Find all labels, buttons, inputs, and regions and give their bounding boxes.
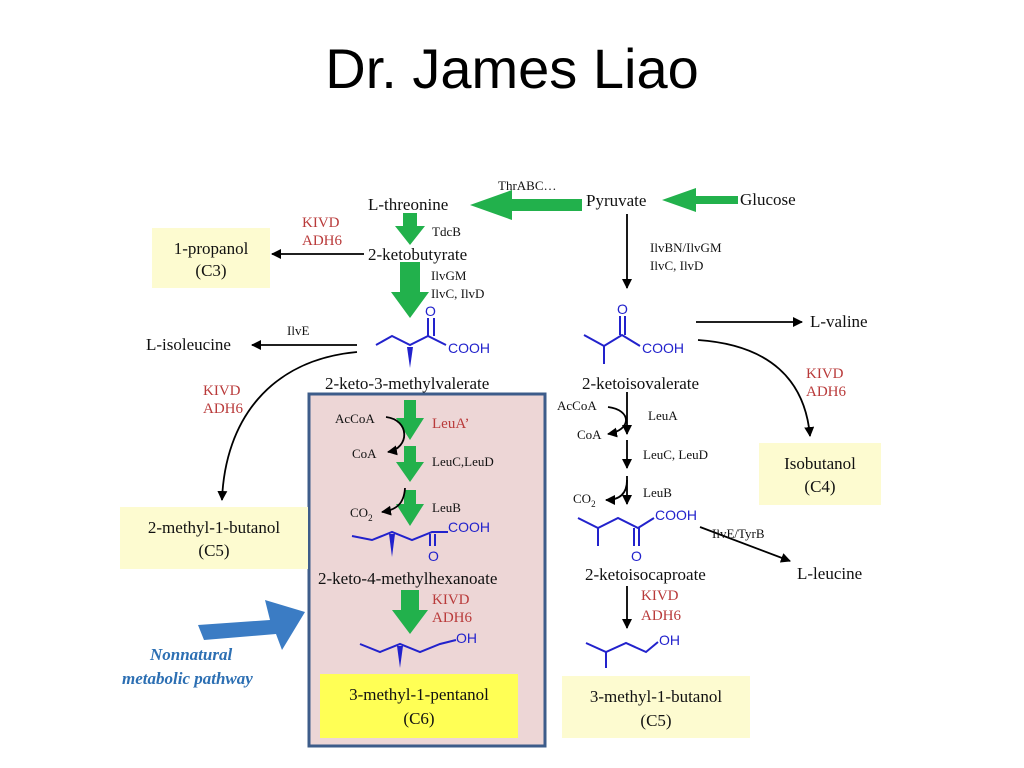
enzyme-kivd-c: KIVD	[806, 366, 844, 382]
ketobutyrate-label: 2-ketobutyrate	[368, 245, 467, 264]
methylbutanol3-name: 3-methyl-1-butanol	[590, 687, 722, 706]
enzyme-adh6-e: ADH6	[641, 608, 681, 624]
methylbutanol2-box	[120, 507, 308, 569]
enzyme-ilve-tyrb: IlvE/TyrB	[712, 526, 765, 541]
enzyme-thrabc: ThrABC…	[498, 178, 557, 193]
arrow-keto3mv-methylbutanol2	[217, 351, 358, 501]
keto3mv-cooh: COOH	[448, 340, 490, 356]
methylpentanol-carbons: (C6)	[403, 709, 434, 728]
pyruvate-label: Pyruvate	[586, 191, 646, 210]
arrow-pyruvate-threonine	[470, 190, 582, 220]
arrow-ketoisovalerate-isobutanol	[697, 339, 815, 437]
co2-right: CO2	[573, 491, 596, 509]
keto4mh-label: 2-keto-4-methylhexanoate	[318, 569, 497, 588]
methylpentanol-box	[320, 674, 518, 738]
methylbutanol3-carbons: (C5)	[640, 711, 671, 730]
arrow-leub	[396, 490, 424, 526]
callout-line2: metabolic pathway	[122, 669, 253, 688]
structure-keto4mh	[351, 530, 448, 557]
isobutanol-name: Isobutanol	[784, 454, 856, 473]
isobutanol-carbons: (C4)	[804, 477, 835, 496]
acoa-right: AcCoA	[557, 398, 597, 413]
arrow-leua-prime	[396, 400, 424, 440]
isoleucine-label: L-isoleucine	[146, 335, 231, 354]
slide-title: Dr. James Liao	[325, 37, 699, 100]
structure-ketoisovalerate	[583, 316, 641, 364]
enzyme-kivd-a: KIVD	[302, 215, 340, 231]
keto4mh-o: O	[428, 548, 439, 564]
enzyme-ilvbn: IlvBN/IlvGM	[650, 240, 722, 255]
methylbutanol3-box	[562, 676, 750, 738]
callout-line1: Nonnatural	[149, 645, 232, 664]
ketoisovalerate-label: 2-ketoisovalerate	[582, 374, 699, 393]
keto3mv-label: 2-keto-3-methylvalerate	[325, 374, 489, 393]
keto4mh-cooh: COOH	[448, 519, 490, 535]
arrow-kivd-adh6	[392, 590, 428, 634]
methylpentanol-name: 3-methyl-1-pentanol	[349, 685, 489, 704]
enzyme-ilvgm: IlvGM	[431, 268, 467, 283]
methylbutanol2-carbons: (C5)	[198, 541, 229, 560]
enzyme-ilvcd: IlvC, IlvD	[431, 286, 484, 301]
co2-left: CO2	[350, 505, 373, 523]
green-arrows	[391, 188, 738, 634]
structure-ketoisocaproate	[577, 516, 655, 546]
cofactor-acoa-coa-left	[385, 416, 406, 456]
arrow-threonine-ketobutyrate	[395, 213, 425, 245]
enzyme-leucd2: LeuC, LeuD	[643, 447, 708, 462]
enzyme-leucd: LeuC,LeuD	[432, 454, 494, 469]
threonine-label: L-threonine	[368, 195, 448, 214]
methylpentanol-oh: OH	[456, 630, 477, 646]
propanol-carbons: (C3)	[195, 261, 226, 280]
keto3mv-o: O	[425, 303, 436, 319]
arrow-leucd	[396, 446, 424, 482]
ketoisovalerate-cooh: COOH	[642, 340, 684, 356]
black-arrows	[217, 214, 815, 629]
enzyme-kivd-e: KIVD	[641, 588, 679, 604]
acoa-left: AcCoA	[335, 411, 375, 426]
arrow-ketoisocaproate-leucine	[699, 526, 791, 563]
enzyme-leub2: LeuB	[643, 485, 672, 500]
coa-right: CoA	[577, 427, 602, 442]
enzyme-tdcb: TdcB	[432, 224, 461, 239]
nonnatural-callout-arrow	[198, 600, 305, 650]
glucose-label: Glucose	[740, 190, 796, 209]
valine-label: L-valine	[810, 312, 868, 331]
enzyme-adh6-b: ADH6	[203, 401, 243, 417]
enzyme-ilve: IlvE	[287, 323, 309, 338]
methylbutanol-oh: OH	[659, 632, 680, 648]
enzyme-adh6-c: ADH6	[806, 384, 846, 400]
structure-methylpentanol	[359, 639, 457, 668]
ketoisocaproate-cooh: COOH	[655, 507, 697, 523]
methylbutanol2-name: 2-methyl-1-butanol	[148, 518, 280, 537]
cofactor-co2-right	[605, 479, 628, 505]
arrow-glucose-pyruvate	[662, 188, 738, 212]
enzyme-adh6-d: ADH6	[432, 610, 472, 626]
enzyme-leua-prime: LeuA’	[432, 416, 470, 432]
enzyme-leub: LeuB	[432, 500, 461, 515]
enzyme-adh6-a: ADH6	[302, 233, 342, 249]
enzyme-leua: LeuA	[648, 408, 678, 423]
cofactor-acoa-coa-right	[607, 406, 627, 438]
coa-left: CoA	[352, 446, 377, 461]
cofactor-co2-left	[381, 487, 406, 516]
isobutanol-box	[759, 443, 881, 505]
structure-keto3mv	[375, 318, 447, 368]
propanol-box	[152, 228, 270, 288]
enzyme-kivd-d: KIVD	[432, 592, 470, 608]
ketoisocaproate-label: 2-ketoisocaproate	[585, 565, 706, 584]
arrow-ketobutyrate-keto3mv	[391, 262, 429, 318]
leucine-label: L-leucine	[797, 564, 862, 583]
structure-methylbutanol	[585, 641, 659, 668]
enzyme-kivd-b: KIVD	[203, 383, 241, 399]
propanol-name: 1-propanol	[174, 239, 249, 258]
ketoisocaproate-o: O	[631, 548, 642, 564]
enzyme-ilvcd2: IlvC, IlvD	[650, 258, 703, 273]
ketoisovalerate-o: O	[617, 301, 628, 317]
